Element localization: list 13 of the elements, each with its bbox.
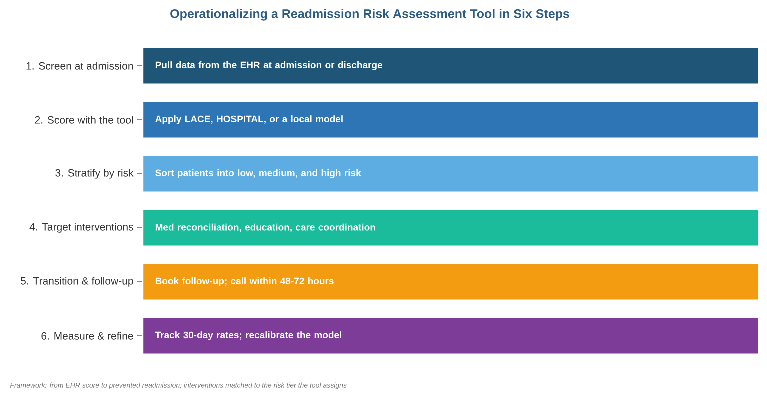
title: Operationalizing a Readmission Risk Assessment Tool in Six Steps (170, 9, 570, 21)
step-label: 6. Measure & refine (42, 332, 134, 340)
step-bar: Apply LACE, HOSPITAL, or a local model (143, 102, 759, 138)
step-bar: Pull data from the EHR at admission or discharge (143, 48, 759, 84)
step-bar: Track 30-day rates; recalibrate the model (143, 318, 759, 354)
step-label: 4. Target interventions (30, 223, 134, 233)
step-label: 5. Transition & follow-up (21, 277, 134, 287)
step-label: 3. Stratify by risk (56, 169, 134, 179)
step-bar: Sort patients into low, medium, and high risk (143, 156, 759, 192)
step-bar: Med reconciliation, education, care coordination (143, 210, 759, 246)
step-bar: Book follow-up; call within 48-72 hours (143, 264, 759, 300)
step-label: 2. Score with the tool (35, 116, 134, 124)
step-label: 1. Screen at admission (26, 62, 134, 70)
